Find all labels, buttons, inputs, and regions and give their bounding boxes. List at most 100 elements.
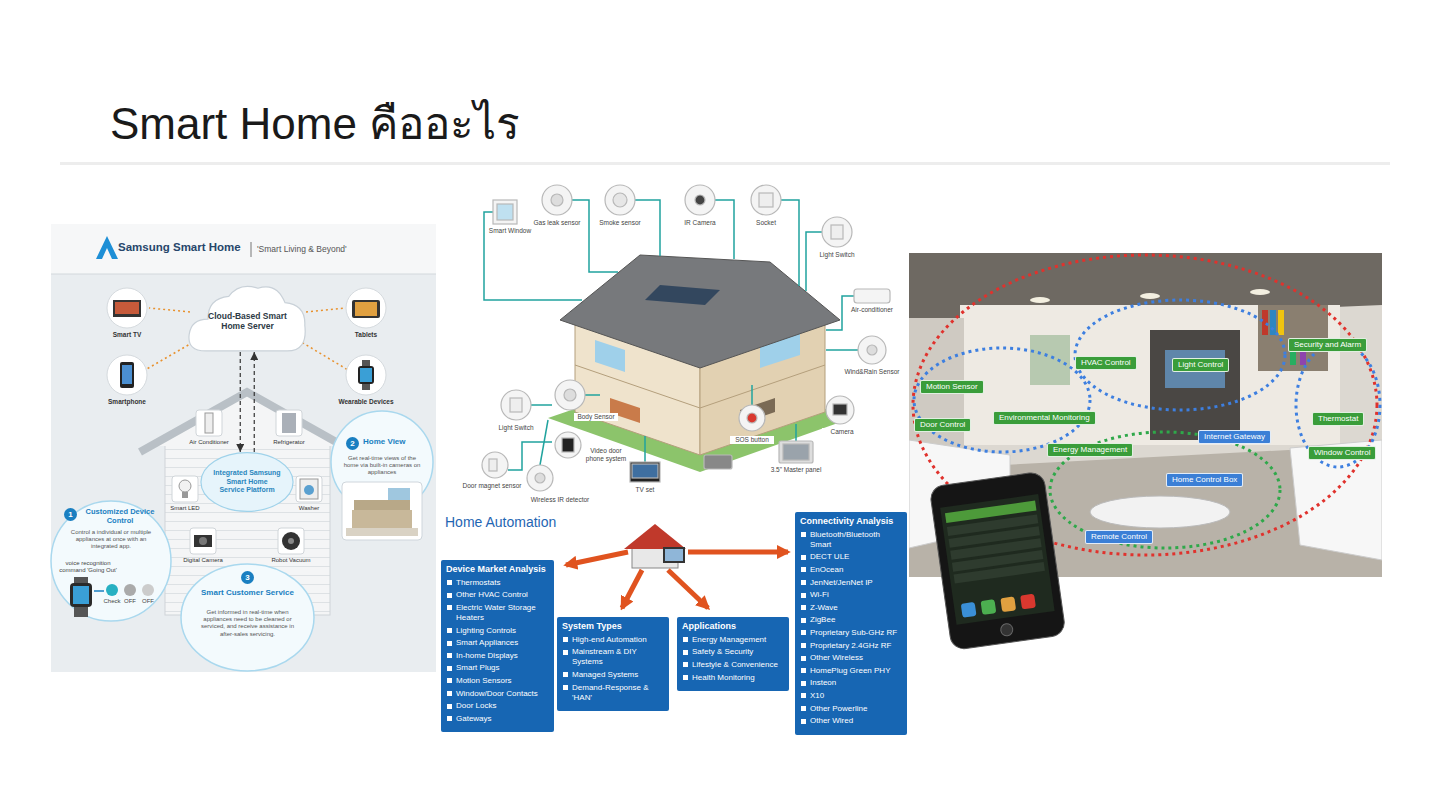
list-item: Other HVAC Control	[446, 590, 550, 600]
appliance-tiles	[205, 413, 213, 433]
bubble-shape	[346, 528, 418, 536]
room-photo	[1140, 293, 1160, 299]
feature-tag: Window Control	[1308, 446, 1376, 460]
dotted-links	[145, 340, 197, 370]
sensor-icons	[779, 441, 813, 463]
sensor-label: Light Switch	[812, 251, 862, 259]
appliance-label: Air Conditioner	[184, 439, 234, 446]
list-item: Smart Appliances	[446, 638, 550, 648]
device-icons	[358, 366, 374, 384]
list-item: DECT ULE	[800, 552, 903, 562]
sensor-label: SOS button	[730, 436, 774, 444]
list-item: Smart Plugs	[446, 663, 550, 673]
appliance-tiles	[288, 538, 294, 544]
feature-tag: HVAC Control	[1075, 356, 1137, 370]
feature-tag: Motion Sensor	[920, 380, 984, 394]
automation-house	[624, 524, 686, 549]
sensor-icons	[605, 185, 635, 215]
slide-title: Smart Home คืออะไร	[110, 98, 520, 151]
analysis-box: Device Market AnalysisThermostatsOther H…	[441, 560, 554, 732]
tag-label: Motion Sensor	[926, 382, 978, 392]
tag-label: Thermostat	[1318, 414, 1358, 424]
device-icons	[115, 302, 139, 314]
sensor-label: Door magnet sensor	[461, 482, 523, 490]
bullet-square	[801, 605, 806, 610]
bubble-shape	[124, 584, 136, 596]
bullet-square	[563, 685, 568, 690]
sensor-label: Smoke sensor	[596, 219, 644, 227]
bullet-square	[447, 716, 452, 721]
leader-lines	[715, 200, 734, 259]
phone	[1000, 596, 1016, 612]
bullet-square	[447, 580, 452, 585]
bubble-shape	[142, 584, 154, 596]
appliance-tiles	[172, 410, 322, 554]
list-item: Electric Water Storage Heaters	[446, 603, 550, 623]
device-label: Smart TV	[102, 331, 152, 339]
bullet-square	[801, 656, 806, 661]
feature-tag: Remote Control	[1085, 530, 1153, 544]
state-label: OFF	[121, 598, 139, 605]
device-label: Tablets	[341, 331, 391, 339]
cloud-server: Cloud-Based Smart Home Server	[185, 280, 310, 352]
sensor-icons	[751, 185, 781, 215]
zone-rings	[1075, 300, 1285, 410]
leader-lines	[826, 349, 858, 351]
sensor-label: Light Switch	[494, 424, 538, 432]
bullet-square	[683, 675, 688, 680]
bubble-heading: Smart Customer Service	[190, 588, 305, 598]
node-label: Cloud-Based Smart Home Server	[205, 311, 290, 331]
leader-lines	[795, 424, 797, 441]
tag-label: Environmental Monitoring	[999, 413, 1090, 423]
list-item: Managed Systems	[562, 670, 665, 680]
box-heading: Applications	[682, 621, 785, 632]
appliance-label: Smart LED	[163, 505, 207, 512]
room-photo	[909, 253, 1382, 577]
room-photo	[1278, 310, 1284, 335]
bullet-square	[447, 704, 452, 709]
samsung-panel	[51, 224, 436, 672]
tag-label: Home Control Box	[1172, 475, 1237, 485]
bullet-square	[801, 693, 806, 698]
dotted-links	[306, 308, 345, 312]
bullet-square	[563, 637, 568, 642]
zone-rings	[1296, 343, 1380, 467]
bubble-shape	[181, 564, 314, 671]
appliance-tiles	[172, 476, 198, 502]
bullet-square	[801, 580, 806, 585]
bubble-text: Control a individual or multiple applian…	[66, 529, 156, 551]
bullet-square	[801, 567, 806, 572]
list-item: Window/Door Contacts	[446, 689, 550, 699]
sensor-icons	[493, 200, 517, 224]
bullet-square	[563, 672, 568, 677]
room-photo	[909, 253, 1382, 577]
leader-lines	[806, 232, 822, 291]
list-item: Lighting Controls	[446, 626, 550, 636]
bullet-square	[801, 532, 806, 537]
list-item: HomePlug Green PHY	[800, 666, 903, 676]
sensor-icons	[632, 464, 658, 478]
phone	[981, 599, 997, 615]
bubble-shape	[342, 482, 422, 540]
bullet-square	[447, 628, 452, 633]
bubble-heading: Customized Device Control	[80, 507, 160, 525]
bullet-square	[683, 650, 688, 655]
zone-rings	[913, 255, 1377, 555]
leader-lines	[635, 200, 660, 256]
automation-house	[663, 547, 685, 563]
sensor-icons	[783, 444, 809, 460]
list-item: Bluetooth/Bluetooth Smart	[800, 530, 903, 550]
analysis-box: ApplicationsEnergy ManagementSafety & Se…	[677, 617, 789, 691]
device-icons	[352, 300, 380, 318]
sensor-icons	[562, 438, 574, 452]
callout-number: 2	[346, 437, 359, 450]
samsung-panel	[51, 224, 436, 672]
automation-house	[665, 549, 683, 561]
samsung-panel	[51, 274, 436, 275]
sensor-icons	[551, 194, 563, 206]
room-photo	[960, 305, 1340, 445]
appliance-tiles	[194, 535, 212, 547]
feature-tag: Thermostat	[1312, 412, 1364, 426]
leader-lines	[585, 394, 600, 396]
list-item: Safety & Security	[682, 647, 785, 657]
